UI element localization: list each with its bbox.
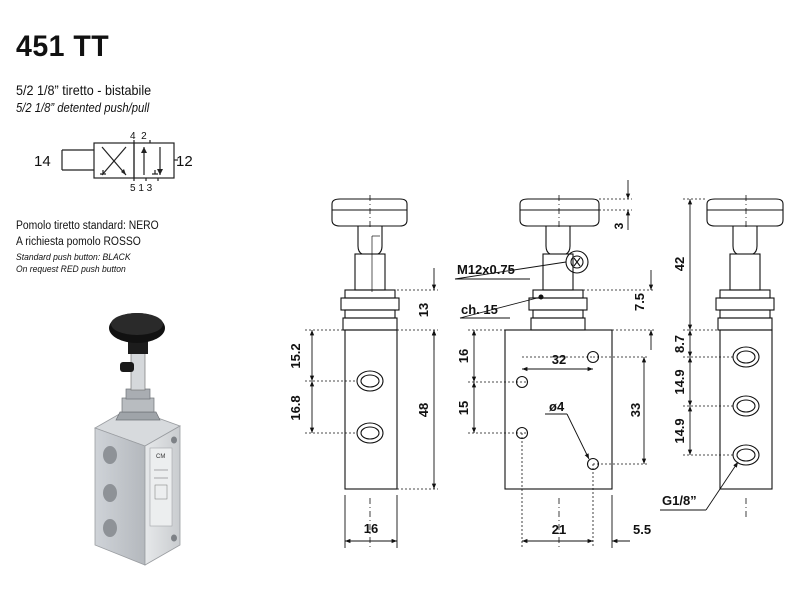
subtitle-italian: 5/2 1/8” tiretto - bistabile bbox=[16, 82, 152, 98]
ports-bottom-label: 5 1 3 bbox=[130, 183, 153, 194]
photo-label-brand: CM bbox=[156, 454, 165, 460]
thread-label: M12x0.75 bbox=[457, 262, 515, 277]
note-standard-button-en: Standard push button: BLACK bbox=[16, 252, 131, 263]
note-request-button-it: A richiesta pomolo ROSSO bbox=[16, 236, 141, 248]
subtitle-english: 5/2 1/8” detented push/pull bbox=[16, 101, 150, 115]
dim-32: 32 bbox=[552, 352, 566, 367]
dim-15-vertical: 15 bbox=[456, 401, 471, 415]
dim-13: 13 bbox=[416, 303, 431, 317]
dim-15-2: 15.2 bbox=[288, 343, 303, 368]
dim-33: 33 bbox=[628, 403, 643, 417]
dim-14-9-lower: 14.9 bbox=[672, 418, 687, 443]
port-14-label: 14 bbox=[34, 153, 51, 170]
dim-16-8: 16.8 bbox=[288, 395, 303, 420]
dim-48: 48 bbox=[416, 403, 431, 417]
port-12-label: 12 bbox=[176, 153, 193, 170]
dim-hole-diameter: ø4 bbox=[549, 399, 565, 414]
note-standard-button-it: Pomolo tiretto standard: NERO bbox=[16, 220, 159, 232]
product-title: 451 TT bbox=[16, 30, 110, 63]
dim-14-9-upper: 14.9 bbox=[672, 369, 687, 394]
dim-21: 21 bbox=[552, 522, 566, 537]
dim-16-vertical: 16 bbox=[456, 349, 471, 363]
dim-8-7: 8.7 bbox=[672, 335, 687, 353]
dim-42: 42 bbox=[672, 257, 687, 271]
note-request-button-en: On request RED push button bbox=[16, 264, 126, 275]
port-thread-label: G1/8” bbox=[662, 493, 697, 508]
hex-label: ch. 15 bbox=[461, 302, 498, 317]
dim-16-width: 16 bbox=[364, 521, 378, 536]
dim-7-5: 7.5 bbox=[632, 293, 647, 311]
dim-5-5: 5.5 bbox=[633, 522, 651, 537]
ports-top-label: 4 2 bbox=[130, 131, 147, 142]
dim-3: 3 bbox=[612, 222, 626, 229]
